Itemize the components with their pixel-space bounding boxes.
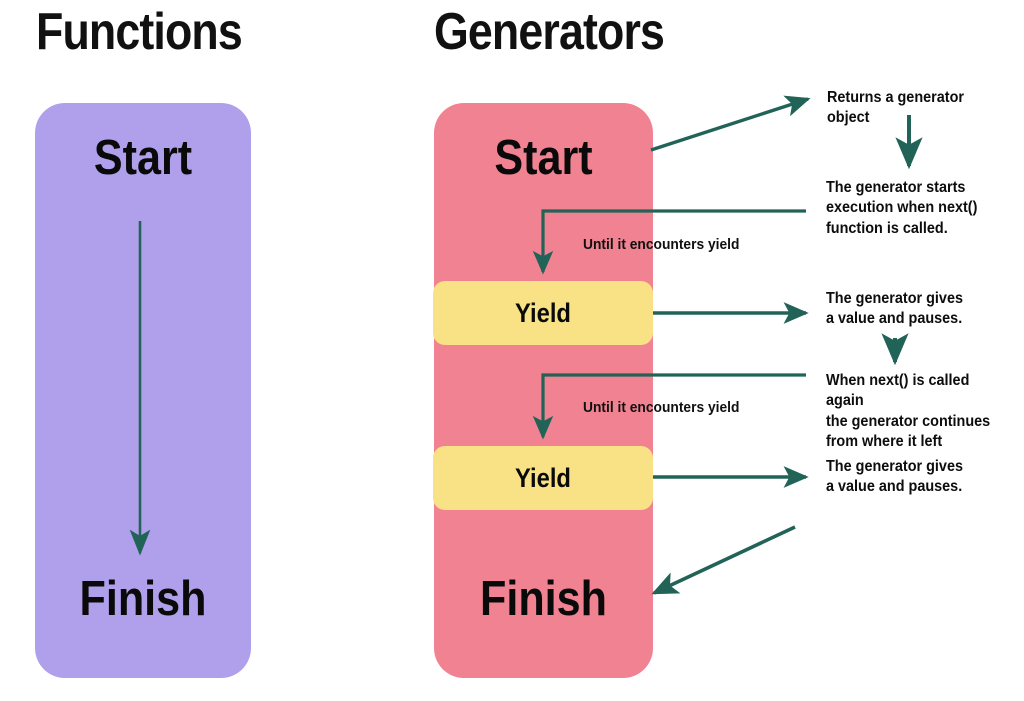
functions-column-heading: Functions bbox=[36, 3, 243, 61]
annotation-when-next-called-again: When next() is called again the generato… bbox=[826, 372, 991, 451]
generators-finish-label: Finish bbox=[480, 572, 607, 626]
annotation-generator-gives-value-second: The generator gives a value and pauses. bbox=[826, 458, 963, 496]
annotation-returns-generator-object: Returns a generator object bbox=[827, 89, 964, 127]
caption-until-encounters-yield-first: Until it encounters yield bbox=[583, 236, 740, 253]
generators-start-label: Start bbox=[494, 131, 593, 185]
functions-finish-label: Finish bbox=[79, 572, 207, 626]
functions-flow-container bbox=[35, 103, 251, 678]
caption-until-encounters-yield-second: Until it encounters yield bbox=[583, 399, 740, 416]
yield-box-second bbox=[433, 446, 653, 510]
annotation-generator-starts-execution: The generator starts execution when next… bbox=[826, 179, 978, 237]
yield-label-second: Yield bbox=[515, 463, 571, 493]
functions-start-label: Start bbox=[93, 131, 193, 185]
start-to-returns-arrow bbox=[650, 95, 811, 152]
yield-box-first bbox=[433, 281, 653, 345]
generators-column-heading: Generators bbox=[434, 3, 665, 61]
annotation-generator-gives-value-first: The generator gives a value and pauses. bbox=[826, 290, 963, 328]
yield-label-first: Yield bbox=[515, 298, 571, 328]
gives2-to-finish-arrow bbox=[651, 525, 796, 595]
